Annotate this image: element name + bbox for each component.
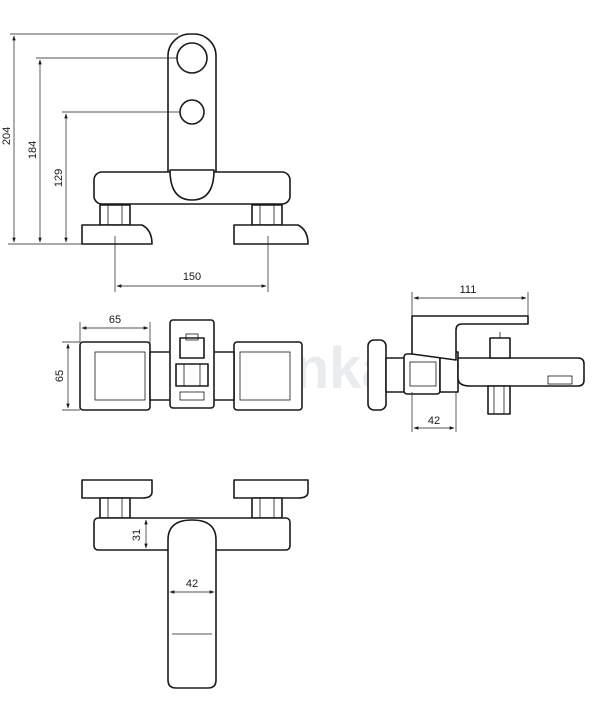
dim-label-31: 31 bbox=[131, 529, 143, 541]
dim-label-111: 111 bbox=[460, 284, 477, 296]
front-lever-base bbox=[169, 169, 215, 201]
bottom-view: 31 42 bbox=[81, 479, 309, 689]
side-view: 111 42 bbox=[367, 284, 585, 432]
bottom-escutcheon-left bbox=[81, 479, 153, 499]
dim-label-184: 184 bbox=[27, 141, 39, 159]
dim-label-129: 129 bbox=[53, 169, 65, 187]
bottom-nut-right bbox=[251, 497, 283, 519]
dim-label-65-width: 65 bbox=[109, 314, 121, 326]
bottom-escutcheon-right bbox=[233, 479, 309, 499]
bottom-spout bbox=[167, 519, 217, 689]
front-handle-lower bbox=[179, 99, 205, 125]
front-handle-top bbox=[176, 42, 208, 74]
dim-label-65-height: 65 bbox=[54, 370, 66, 382]
top-view: 65 65 bbox=[54, 314, 303, 411]
side-escutcheon bbox=[367, 339, 387, 411]
side-lever bbox=[411, 315, 529, 361]
front-escutcheon-left bbox=[81, 224, 153, 245]
bottom-nut-left bbox=[99, 497, 131, 519]
dim-label-42-side: 42 bbox=[428, 415, 440, 427]
side-valve-top bbox=[489, 337, 511, 359]
front-nut-right bbox=[251, 204, 283, 226]
front-escutcheon-right bbox=[233, 224, 309, 245]
dim-label-204: 204 bbox=[1, 127, 13, 145]
side-spout bbox=[457, 357, 585, 387]
side-nut bbox=[403, 353, 441, 395]
side-connector bbox=[385, 357, 407, 393]
top-valve bbox=[179, 337, 205, 359]
front-view: 204 184 129 150 bbox=[1, 33, 309, 292]
side-valve-bottom bbox=[487, 385, 511, 415]
top-nut bbox=[175, 363, 209, 387]
front-nut-left bbox=[99, 204, 131, 226]
dim-label-42-bottom: 42 bbox=[186, 578, 198, 590]
dim-label-150: 150 bbox=[183, 271, 201, 283]
